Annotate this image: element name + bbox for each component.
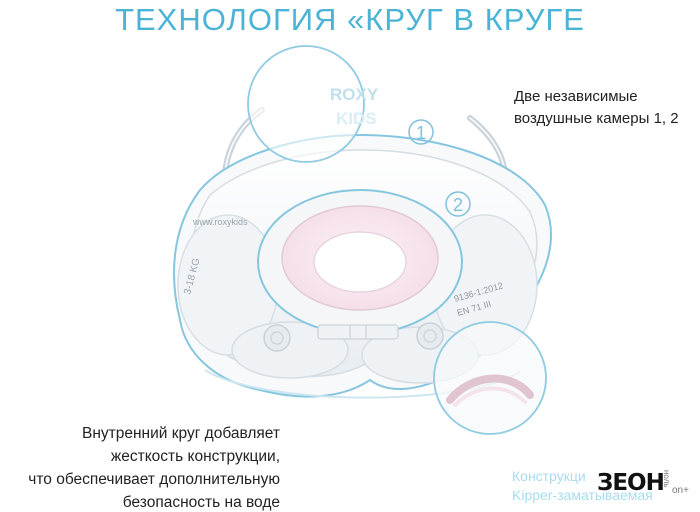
brand-kids: KIDS xyxy=(336,109,377,128)
callout-bottom-line: Kipper-заматываемая xyxy=(512,487,653,503)
callout-construction: Конструкци Kipper-заматываемая xyxy=(512,467,653,505)
valve-left-icon xyxy=(263,324,291,352)
marker-2: 2 xyxy=(445,191,471,217)
svg-text:1: 1 xyxy=(416,123,426,143)
callout-right-line: воздушные камеры 1, 2 xyxy=(514,110,679,127)
page-title: ТЕХНОЛОГИЯ «КРУГ В КРУГЕ xyxy=(115,2,585,37)
svg-text:2: 2 xyxy=(453,195,463,215)
brand-roxy: ROXY xyxy=(330,85,379,104)
callout-left-line: что обеспечивает дополнительную xyxy=(28,471,280,488)
ring-label-site: www.roxykids xyxy=(192,217,248,227)
magnifier-logo xyxy=(247,45,365,163)
callout-bottom-line: Конструкци xyxy=(512,468,586,484)
neck-hole xyxy=(313,231,407,293)
watermark-side-text: ноль xyxy=(662,470,671,488)
callout-left-line: Внутренний круг добавляет xyxy=(82,425,280,442)
callout-left-line: безопасность на воде xyxy=(122,494,280,511)
strap-buckle xyxy=(317,324,399,340)
watermark-url: on+ xyxy=(672,485,689,496)
callout-left-line: жесткость конструкции, xyxy=(110,448,280,465)
watermark-logo: ЗЕОН xyxy=(597,470,665,496)
callout-two-chambers: Две независимые воздушные камеры 1, 2 xyxy=(514,86,679,130)
marker-1: 1 xyxy=(408,119,434,145)
valve-right-icon xyxy=(416,322,444,350)
callout-right-line: Две независимые xyxy=(514,88,638,105)
callout-inner-ring: Внутренний круг добавляет жесткость конс… xyxy=(0,422,280,512)
